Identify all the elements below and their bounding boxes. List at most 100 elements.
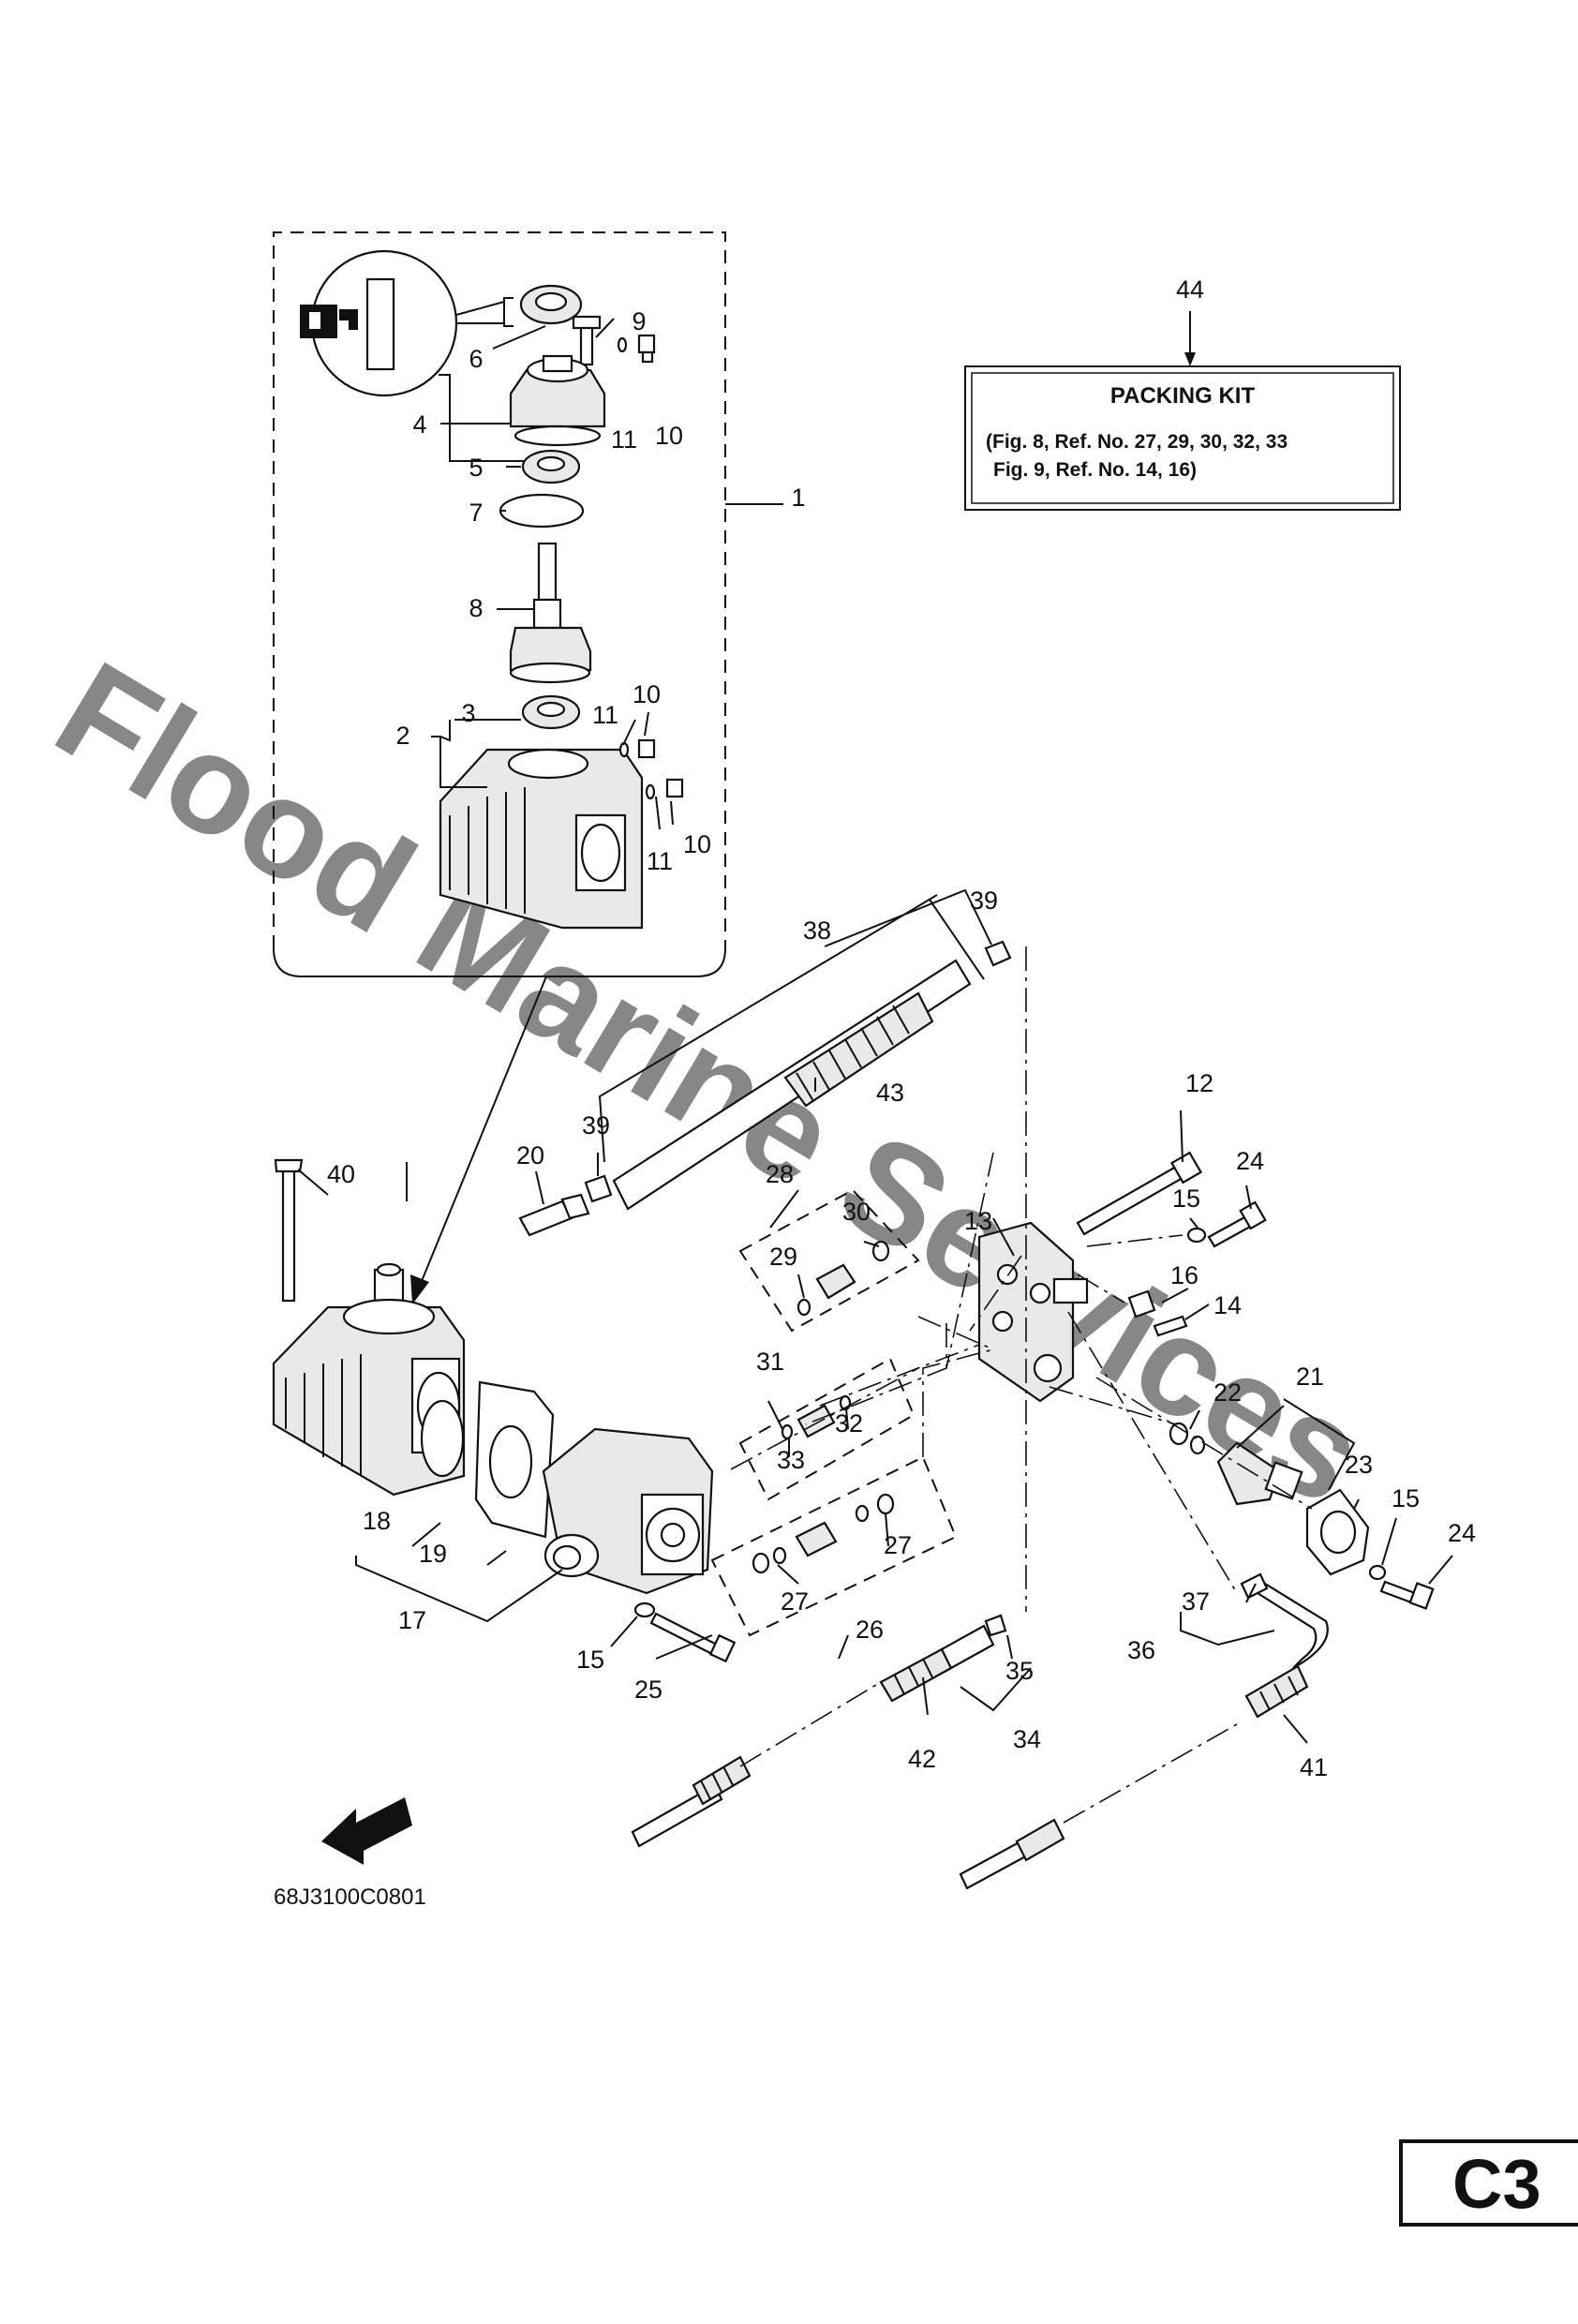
fwd-arrow-icon: FWD (321, 1797, 413, 1865)
valve-26-part (752, 1493, 895, 1574)
callout-15-upper: 15 (1172, 1184, 1200, 1213)
callout-44: 44 (1176, 276, 1204, 304)
callout-23: 23 (1345, 1451, 1373, 1479)
callout-11-mid: 11 (592, 701, 618, 729)
callout-10-top: 10 (655, 422, 683, 450)
bolt-25-part (649, 1612, 737, 1663)
centre-lines (730, 946, 1313, 1612)
callout-19: 19 (419, 1540, 447, 1568)
callout-3: 3 (461, 699, 475, 727)
callout-38: 38 (803, 916, 831, 945)
callout-34: 34 (1013, 1725, 1041, 1753)
leader-44-arrowhead (1184, 352, 1196, 366)
shaft-part (509, 542, 592, 684)
page-code: C3 (1452, 2145, 1541, 2223)
cable-43-part (612, 959, 972, 1211)
callout-17: 17 (398, 1606, 426, 1634)
callout-27-right: 27 (884, 1531, 912, 1559)
bolt-part (572, 315, 602, 366)
fitting-20-part (518, 1193, 590, 1237)
bearing-part-lower (521, 694, 581, 730)
callout-9: 9 (632, 307, 646, 335)
callout-8: 8 (469, 594, 483, 622)
callout-7: 7 (469, 499, 483, 527)
callout-5: 5 (469, 454, 483, 482)
bolt-24-upper-part (1207, 1200, 1267, 1248)
callout-40: 40 (327, 1160, 355, 1188)
valve-31-box (738, 1357, 916, 1501)
gasket-19-part (474, 1380, 555, 1539)
callout-18: 18 (363, 1507, 391, 1535)
callout-36: 36 (1127, 1636, 1155, 1664)
callout-20: 20 (516, 1141, 544, 1169)
callout-41: 41 (1300, 1753, 1328, 1781)
washer-15-right-part (1368, 1564, 1387, 1581)
bearing-part (521, 449, 581, 484)
callout-12: 12 (1185, 1069, 1213, 1097)
callout-10-low: 10 (683, 830, 711, 858)
leader-lines-main (297, 888, 1453, 1744)
callout-11-top: 11 (611, 425, 637, 454)
callout-22: 22 (1213, 1378, 1242, 1407)
callout-31: 31 (756, 1348, 784, 1376)
cable-42-part (631, 1624, 995, 1848)
assembly-pointer-arrow (419, 976, 547, 1287)
callout-15-right: 15 (1392, 1484, 1420, 1512)
callout-39-right: 39 (970, 886, 998, 915)
callout-6: 6 (469, 345, 483, 373)
gasket-23-part (1305, 1488, 1370, 1576)
callout-labels: 44 1 9 6 4 11 10 5 7 8 10 3 11 2 10 11 3… (327, 276, 1476, 1781)
callout-26: 26 (856, 1616, 884, 1644)
callout-21: 21 (1296, 1363, 1324, 1391)
o-ring-part (499, 493, 585, 529)
callout-24-upper: 24 (1236, 1147, 1264, 1175)
housing-part (509, 354, 606, 447)
packing-kit-line-1: (Fig. 8, Ref. No. 27, 29, 30, 32, 33 (986, 431, 1288, 453)
seal-detail-icon (300, 249, 505, 397)
assembly-pointer-arrowhead (410, 1274, 429, 1304)
oil-seal-part (519, 284, 583, 325)
callout-29: 29 (769, 1243, 797, 1271)
assembly-detail-bracket (273, 947, 726, 977)
packing-kit-title: PACKING KIT (1110, 383, 1256, 409)
callout-42: 42 (908, 1745, 936, 1773)
packing-kit-line-2: Fig. 9, Ref. No. 14, 16) (993, 459, 1197, 481)
figure-code: 68J3100C0801 (274, 1885, 426, 1910)
callout-33: 33 (777, 1446, 805, 1474)
callout-13: 13 (964, 1207, 992, 1235)
callout-15-lower: 15 (576, 1646, 604, 1674)
page-code-tab: C3 (1399, 2139, 1578, 2227)
callout-35: 35 (1005, 1657, 1034, 1685)
washer-15-upper-part (1186, 1227, 1207, 1244)
callout-25: 25 (634, 1676, 662, 1704)
packing-kit-box: PACKING KIT (Fig. 8, Ref. No. 27, 29, 30… (964, 365, 1401, 511)
cable-41-part (959, 1582, 1329, 1890)
callout-2: 2 (395, 722, 409, 750)
seal-bracket (503, 297, 514, 327)
callout-37: 37 (1182, 1587, 1210, 1616)
callout-11-low: 11 (647, 847, 673, 875)
callout-32: 32 (835, 1409, 863, 1438)
o-ring-18-part (420, 1399, 465, 1478)
callout-30: 30 (842, 1198, 871, 1226)
callout-39-left: 39 (582, 1111, 610, 1140)
washer-15-part (633, 1601, 656, 1618)
clip-35-part (984, 1614, 1007, 1637)
callout-43: 43 (876, 1079, 904, 1107)
clip-39-part (584, 940, 1012, 1203)
bolt-12-part (1076, 1151, 1203, 1236)
leader-lines-top (431, 318, 674, 830)
clamp-16-part (1127, 1289, 1188, 1337)
valve-28-box (738, 1188, 920, 1333)
callout-16: 16 (1170, 1261, 1198, 1289)
callout-14: 14 (1213, 1291, 1242, 1319)
plug-part (617, 334, 656, 364)
assembly-detail-box (273, 231, 726, 948)
control-unit-13-part (977, 1221, 1089, 1403)
valve-26-box (710, 1455, 958, 1637)
callout-1: 1 (791, 484, 805, 512)
callout-24-lower: 24 (1448, 1519, 1476, 1547)
bolt-24-lower-part (1379, 1580, 1435, 1610)
case-part (439, 748, 644, 930)
